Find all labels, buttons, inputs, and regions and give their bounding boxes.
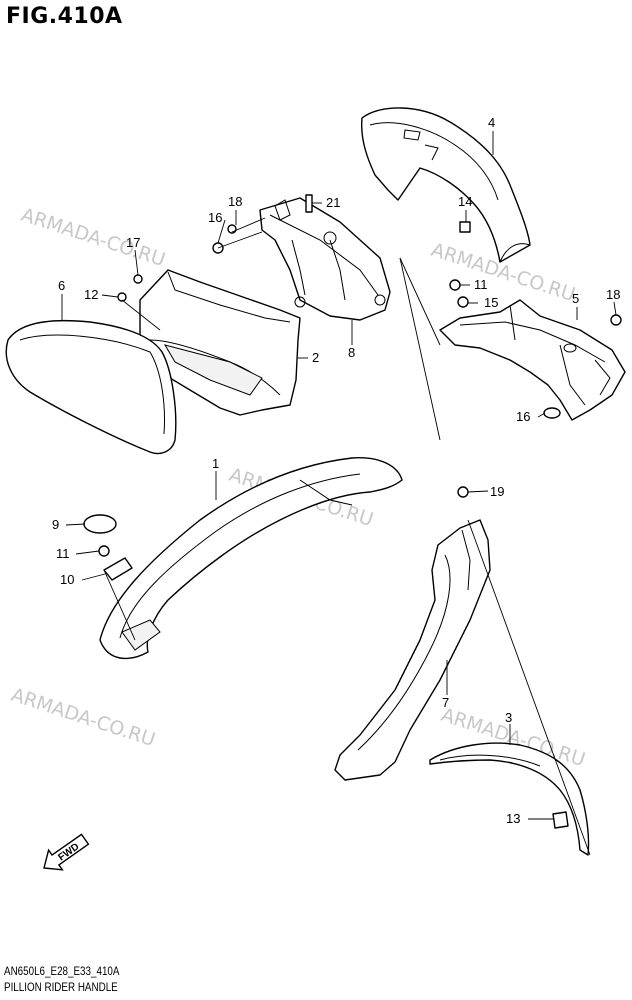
- callout-number: 1: [212, 456, 219, 471]
- part-seat-cushion: [5, 319, 177, 455]
- callout-number: 10: [60, 572, 74, 587]
- callout-number: 2: [312, 350, 319, 365]
- callout-leaders: [61, 131, 617, 820]
- callout-number: 5: [572, 291, 579, 306]
- callout-number: 8: [348, 345, 355, 360]
- callout-number: 21: [326, 195, 340, 210]
- callout-number: 15: [484, 295, 498, 310]
- callout-number: 19: [490, 484, 504, 499]
- callout-number: 16: [516, 409, 530, 424]
- figure-title: FIG.410A: [6, 4, 123, 29]
- watermark-text: ARMADA-CO.RU: [18, 204, 167, 271]
- callout-number: 16: [208, 210, 222, 225]
- callout-number: 18: [606, 287, 620, 302]
- assembly-lines: [103, 217, 591, 856]
- callout-number: 17: [126, 235, 140, 250]
- part-side-bracket: [439, 299, 626, 421]
- part-handle-bracket: [259, 197, 391, 321]
- callout-number: 18: [228, 194, 242, 209]
- section-name: PILLION RIDER HANDLE: [4, 980, 118, 994]
- callout-number: 3: [505, 710, 512, 725]
- callout-number: 6: [58, 278, 65, 293]
- callout-number: 13: [506, 811, 520, 826]
- callout-number: 12: [84, 287, 98, 302]
- callout-number: 7: [442, 695, 449, 710]
- callout-number: 14: [458, 194, 472, 209]
- part-grab-rail: [99, 457, 403, 660]
- watermark-text: ARMADA-CO.RU: [8, 684, 157, 751]
- callout-number: 9: [52, 517, 59, 532]
- part-curved-trim: [429, 742, 590, 856]
- part-inner-panel: [139, 269, 301, 416]
- forward-direction-arrow: FWD: [43, 833, 90, 871]
- callout-number: 11: [56, 546, 70, 561]
- part-side-handle: [334, 519, 491, 781]
- diagram-code: AN650L6_E28_E33_410A: [4, 964, 120, 978]
- callout-number: 11: [474, 277, 488, 292]
- part-rear-upper-cover: [360, 107, 531, 263]
- callout-number: 4: [488, 115, 495, 130]
